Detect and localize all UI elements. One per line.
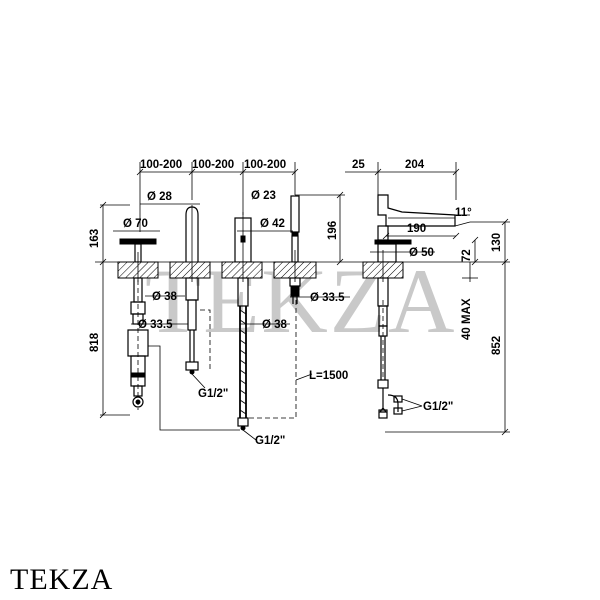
diam-33-5-right-label: Ø 33.5 bbox=[310, 292, 345, 304]
length-818-label: 818 bbox=[89, 332, 101, 352]
spout-length-label: 204 bbox=[405, 159, 425, 171]
spacing-dimension-chain: 100-200 100-200 100-200 bbox=[136, 159, 299, 232]
spacing-label-3: 100-200 bbox=[244, 159, 286, 171]
thread-3-label: G1/2" bbox=[423, 401, 453, 413]
max-40-label: 40 MAX bbox=[461, 298, 473, 340]
thread-1-label: G1/2" bbox=[198, 388, 228, 400]
spacing-label-2: 100-200 bbox=[192, 159, 234, 171]
diam-33-5-left-label: Ø 33.5 bbox=[138, 319, 173, 331]
shower-holder-assembly: Ø 23 Ø 42 Ø 38 G1/2" bbox=[221, 190, 293, 447]
hose-loop-lines: L=1500 bbox=[148, 300, 348, 431]
spacing-label-1: 100-200 bbox=[140, 159, 182, 171]
reach-190-label: 190 bbox=[407, 223, 426, 235]
height-130-label: 130 bbox=[491, 233, 503, 252]
height-196-label: 196 bbox=[327, 221, 339, 240]
thread-2-label: G1/2" bbox=[255, 435, 285, 447]
handle-assembly: 163 Ø 70 Ø 38 Ø 33.5 818 bbox=[89, 201, 188, 419]
diam-50-label: Ø 50 bbox=[409, 247, 434, 259]
diam-38-mid-label: Ø 38 bbox=[262, 319, 288, 331]
hand-shower-assembly: 196 Ø 33.5 bbox=[273, 191, 350, 304]
diam-23-label: Ø 23 bbox=[251, 190, 276, 202]
angle-11-label: 11° bbox=[455, 207, 472, 219]
side-view-spout: 11° 190 Ø 50 G1/2" bbox=[362, 194, 472, 419]
length-852-label: 852 bbox=[491, 336, 503, 355]
right-vertical-dimensions: 130 72 40 MAX 852 bbox=[385, 218, 510, 436]
diam-70-label: Ø 70 bbox=[123, 218, 148, 230]
diam-28-label: Ø 28 bbox=[147, 191, 173, 203]
hose-length-label: L=1500 bbox=[309, 370, 348, 382]
spout-offset-label: 25 bbox=[352, 159, 365, 171]
spout-assembly: Ø 28 G1/2" bbox=[140, 191, 228, 400]
brand-logo-text: TEKZA bbox=[10, 563, 114, 596]
diam-42-label: Ø 42 bbox=[260, 218, 285, 230]
diam-38-left-label: Ø 38 bbox=[152, 291, 178, 303]
spout-top-dimension: 25 204 bbox=[345, 159, 460, 200]
height-72-label: 72 bbox=[461, 249, 473, 262]
height-163-label: 163 bbox=[89, 229, 101, 248]
